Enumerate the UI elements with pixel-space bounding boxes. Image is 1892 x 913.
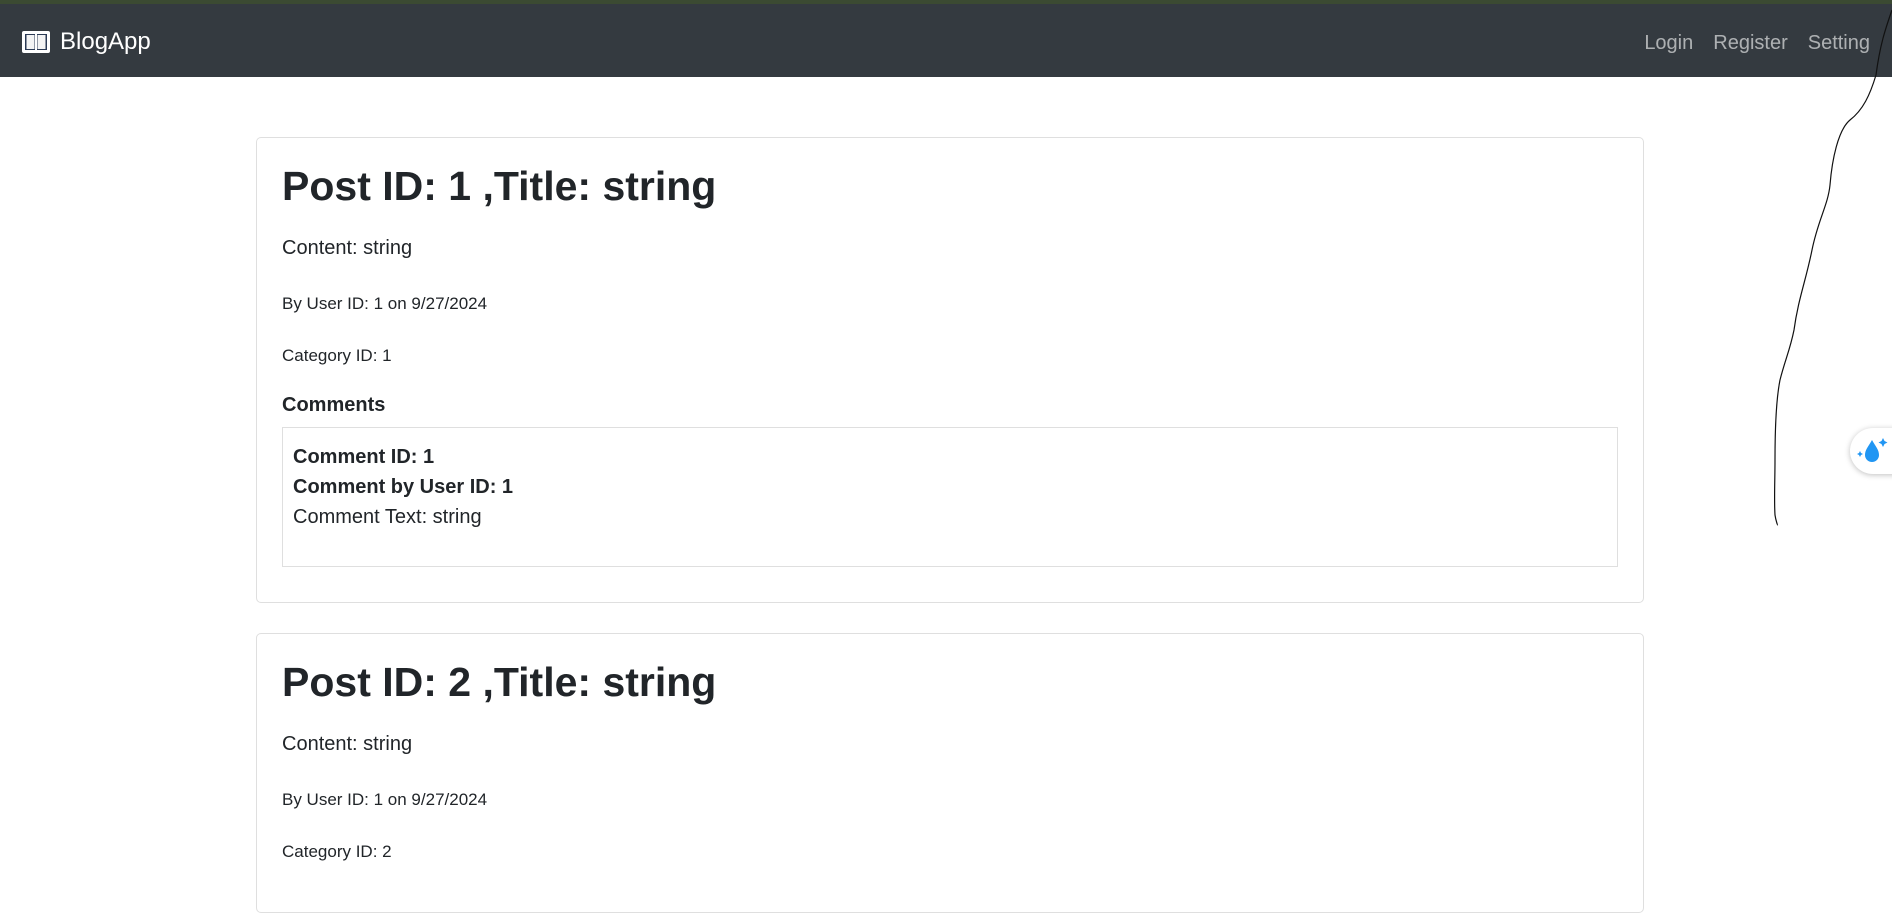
comment-id: Comment ID: 1	[293, 446, 435, 469]
navbar: BlogApp Login Register Setting	[0, 0, 1892, 77]
brand-link[interactable]: BlogApp	[22, 28, 151, 56]
open-book-icon	[22, 31, 50, 53]
nav-login-link[interactable]: Login	[1644, 32, 1694, 54]
post-card: Post ID: 2 ,Title: string Content: strin…	[256, 633, 1644, 913]
brand-label: BlogApp	[60, 28, 151, 55]
post-card: Post ID: 1 ,Title: string Content: strin…	[256, 137, 1644, 603]
comments-heading: Comments	[282, 394, 386, 417]
post-category: Category ID: 1	[282, 346, 392, 366]
comment-item: Comment ID: 1 Comment by User ID: 1 Comm…	[282, 427, 1618, 568]
comment-text: Comment Text: string	[293, 506, 482, 529]
nav-links: Login Register Setting	[1644, 32, 1870, 55]
side-widget-button[interactable]	[1850, 428, 1892, 474]
nav-register-link[interactable]: Register	[1713, 32, 1788, 54]
water-drop-sparkle-icon	[1857, 438, 1888, 462]
post-title: Post ID: 1 ,Title: string	[282, 163, 717, 209]
post-byline: By User ID: 1 on 9/27/2024	[282, 294, 488, 314]
post-content: Content: string	[282, 733, 413, 756]
nav-setting-link[interactable]: Setting	[1807, 32, 1870, 54]
post-title: Post ID: 2 ,Title: string	[282, 659, 717, 705]
post-byline: By User ID: 1 on 9/27/2024	[282, 790, 488, 810]
comment-user: Comment by User ID: 1	[293, 476, 514, 499]
post-content: Content: string	[282, 237, 413, 260]
post-category: Category ID: 2	[282, 842, 392, 862]
